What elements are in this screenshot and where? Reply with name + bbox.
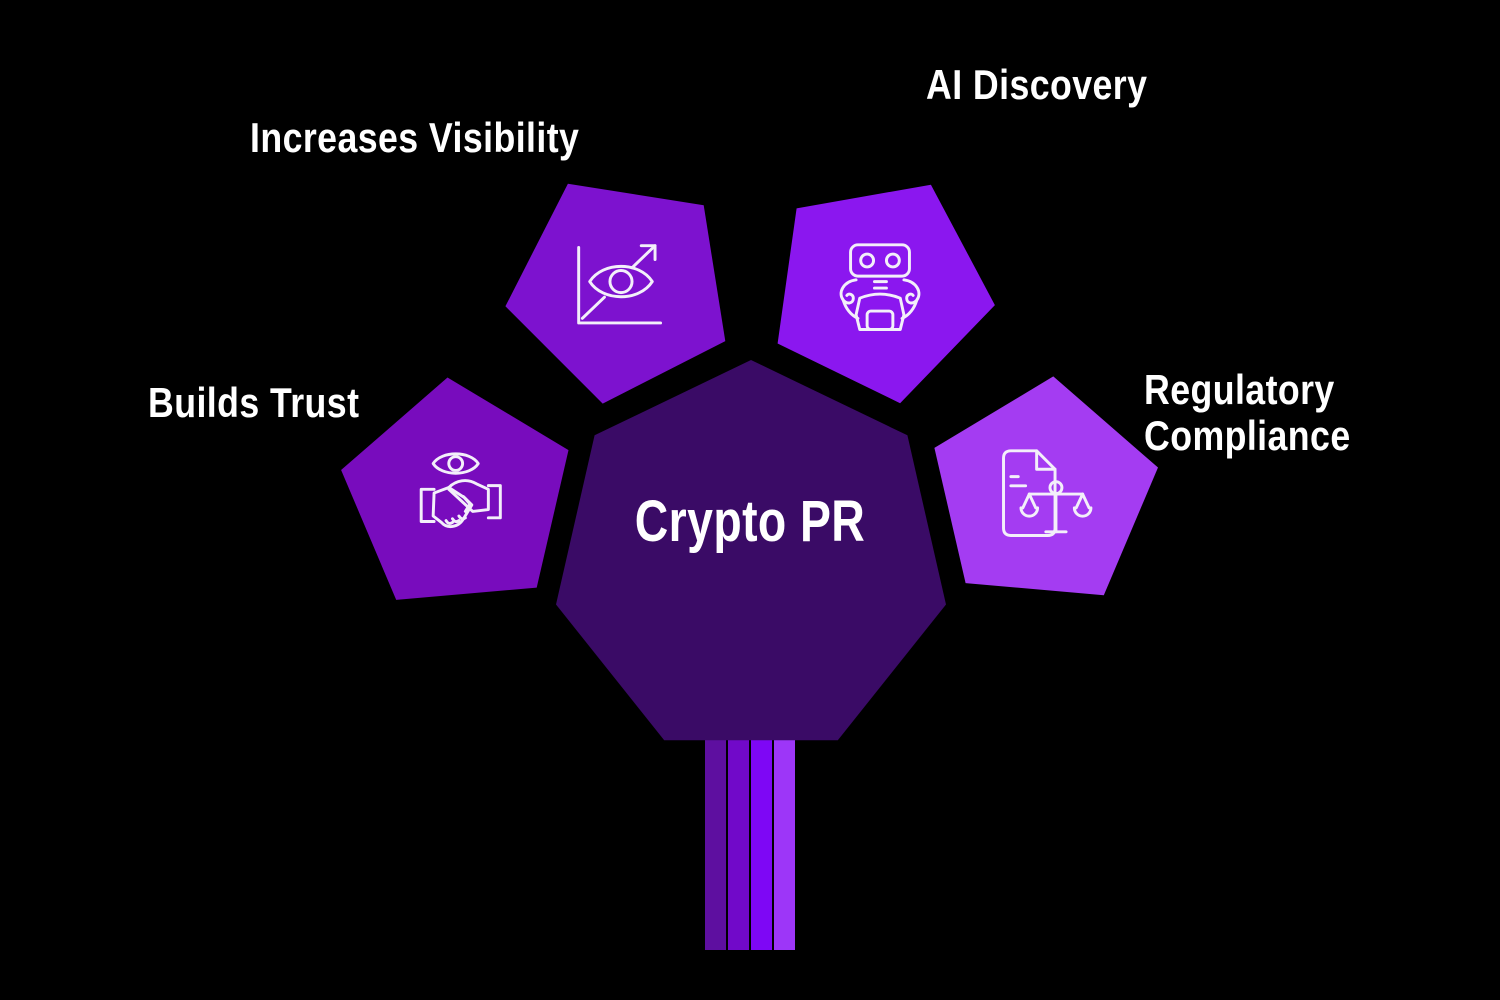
- stem: [705, 730, 795, 950]
- label-increases-visibility: Increases Visibility: [250, 114, 580, 161]
- stem-stripe-3: [751, 730, 772, 950]
- petal-regulatory-compliance: [934, 376, 1158, 596]
- stem-stripe-4: [774, 730, 795, 950]
- document-scales-icon: [1002, 449, 1093, 537]
- eye-handshake-icon: [419, 452, 502, 529]
- center-title: Crypto PR: [634, 489, 866, 554]
- petal-builds-trust: [341, 377, 569, 600]
- growth-arrow-eye-icon: [577, 244, 663, 325]
- stem-stripe-1: [705, 730, 726, 950]
- label-regulatory-compliance: Regulatory Compliance: [1144, 366, 1351, 459]
- label-ai-discovery: AI Discovery: [926, 61, 1148, 108]
- center-heptagon: [556, 360, 946, 741]
- petal-increases-visibility: [505, 183, 726, 404]
- label-builds-trust: Builds Trust: [148, 379, 360, 426]
- stem-stripe-2: [728, 730, 749, 950]
- robot-icon: [839, 243, 921, 331]
